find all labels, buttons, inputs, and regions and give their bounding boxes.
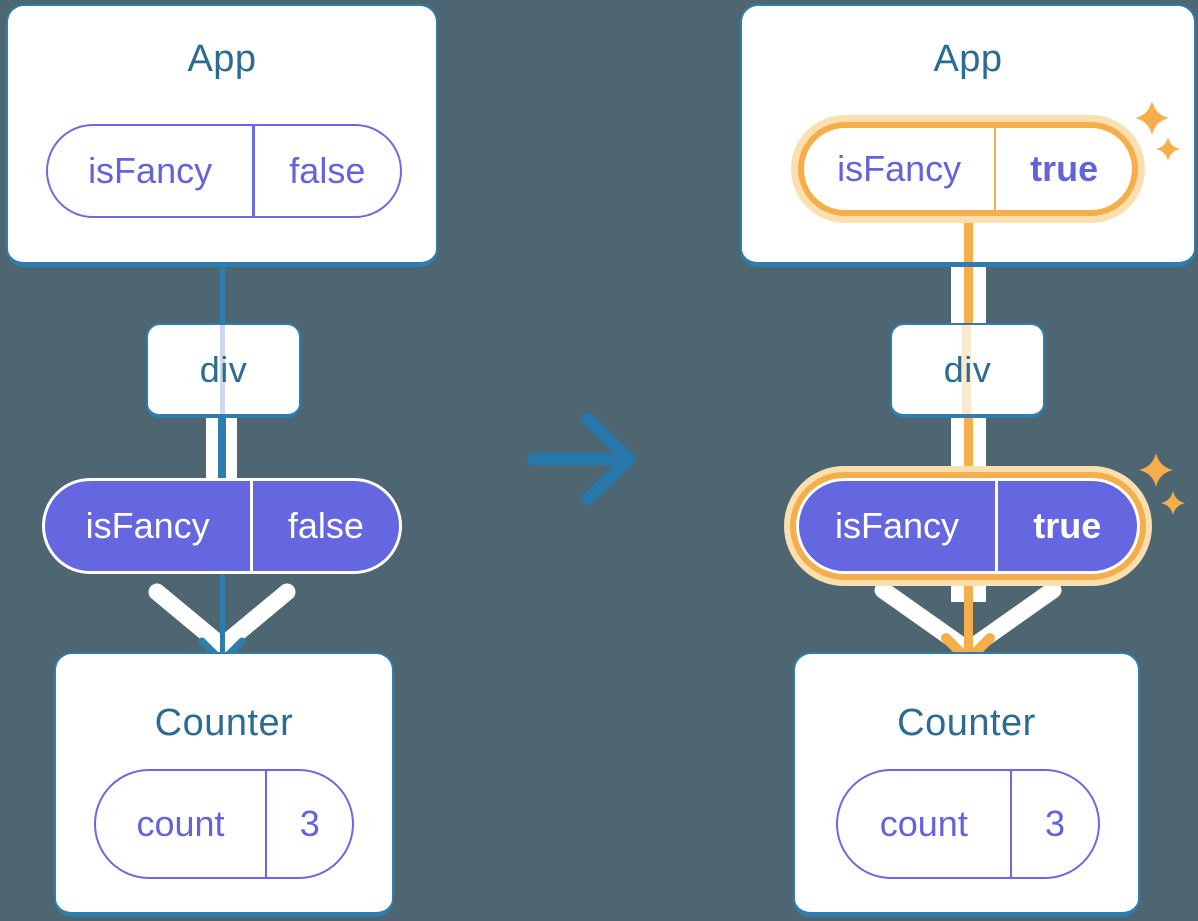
prop-pill-passed-before: isFancy false <box>42 478 402 574</box>
prop-line-app-div-before <box>219 265 225 325</box>
counter-box-after: Counter count 3 <box>793 652 1140 917</box>
prop-name-label: isFancy <box>835 505 960 546</box>
counter-box-before: Counter count 3 <box>54 652 394 917</box>
pill-divider <box>264 771 268 877</box>
prop-line-pill-counter-before <box>219 572 225 656</box>
counter-title-after: Counter <box>897 702 1036 744</box>
prop-name-label: isFancy <box>88 150 213 191</box>
div-title-before: div <box>199 348 248 390</box>
state-pill-counter-before: count 3 <box>94 769 354 879</box>
app-title-before: App <box>187 38 257 80</box>
prop-value-label: false <box>289 150 366 191</box>
right-arrow-icon <box>526 412 636 506</box>
app-title-after: App <box>933 38 1003 80</box>
prop-pill-app-after: isFancy true <box>798 122 1138 216</box>
prop-value-label: true <box>1033 505 1102 546</box>
prop-value-label: false <box>287 505 364 546</box>
state-value-label: 3 <box>299 803 320 844</box>
prop-line-div-pill-before <box>217 416 226 482</box>
prop-name-label: isFancy <box>837 148 962 189</box>
pill-divider <box>1009 771 1013 877</box>
prop-line-pill-counter-after <box>963 572 973 656</box>
sparkle-icon <box>1135 101 1169 135</box>
pill-divider <box>250 481 253 571</box>
div-box-after: div <box>890 323 1045 418</box>
app-box-after: App isFancy true <box>740 4 1196 267</box>
state-pill-counter-after: count 3 <box>836 769 1100 879</box>
state-name-label: count <box>136 803 225 844</box>
jsx-line-left-white-after <box>950 574 964 602</box>
counter-title-before: Counter <box>154 702 294 744</box>
pill-divider <box>994 128 997 210</box>
app-box-before: App isFancy false <box>6 4 438 267</box>
jsx-line-left-white-before <box>206 416 218 482</box>
prop-line-div-pill-after <box>963 416 973 480</box>
prop-pill-passed-after: isFancy true <box>796 478 1140 574</box>
prop-line-through-div-after <box>962 325 971 414</box>
sparkle-icon <box>1161 491 1185 515</box>
jsx-line-right-white-after <box>972 574 986 602</box>
pill-divider <box>995 481 998 571</box>
prop-value-label: true <box>1030 148 1099 189</box>
prop-pill-app-before: isFancy false <box>46 124 402 218</box>
jsx-line-right-white-after <box>972 265 986 325</box>
jsx-line-right-white-after <box>972 416 986 480</box>
prop-line-through-div-before <box>220 325 225 414</box>
state-name-label: count <box>879 803 968 844</box>
state-value-label: 3 <box>1045 803 1066 844</box>
sparkle-icon <box>1139 453 1173 487</box>
jsx-line-left-white-after <box>950 416 964 480</box>
jsx-line-left-white-after <box>950 265 964 325</box>
jsx-line-right-white-before <box>225 416 237 482</box>
prop-line-app-div-after <box>963 265 973 325</box>
pill-divider <box>252 126 255 216</box>
prop-name-label: isFancy <box>85 505 210 546</box>
div-box-before: div <box>146 323 301 418</box>
prop-line-inside-app-after <box>963 212 973 262</box>
sparkle-icon <box>1156 137 1180 161</box>
div-title-after: div <box>943 348 992 390</box>
